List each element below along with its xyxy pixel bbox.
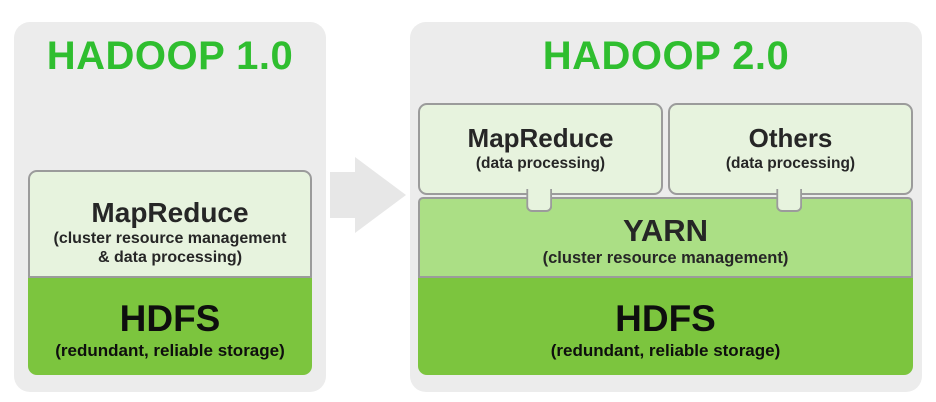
hdfs-1-subtitle: (redundant, reliable storage)	[55, 341, 285, 360]
mapreduce-1-subtitle-line1: (cluster resource management	[53, 230, 287, 248]
hdfs-1-box: HDFS (redundant, reliable storage)	[28, 278, 312, 375]
right-arrow-shaft	[330, 172, 357, 218]
hadoop-1-panel: HADOOP 1.0 MapReduce (cluster resource m…	[14, 22, 326, 392]
yarn-box: YARN (cluster resource management)	[418, 197, 913, 278]
mapreduce-1-subtitle-line2: & data processing)	[97, 249, 243, 267]
others-heading: Others	[748, 123, 833, 153]
mapreduce-2-subtitle: (data processing)	[475, 155, 606, 173]
hadoop-2-panel: HADOOP 2.0 MapReduce (data processing) O…	[410, 22, 922, 392]
others-bubble: Others (data processing)	[668, 103, 913, 212]
mapreduce-1-heading: MapReduce	[91, 197, 249, 228]
others-connector-tab	[775, 189, 802, 212]
mapreduce-1-box: MapReduce (cluster resource management &…	[28, 170, 312, 278]
hadoop-2-title: HADOOP 2.0	[542, 34, 790, 78]
yarn-subtitle: (cluster resource management)	[542, 248, 789, 267]
mapreduce-2-connector-tab	[525, 189, 552, 212]
others-subtitle: (data processing)	[725, 155, 856, 173]
right-arrow-head	[355, 157, 406, 233]
hadoop-1-title: HADOOP 1.0	[46, 34, 294, 78]
hdfs-2-heading: HDFS	[615, 298, 716, 339]
hdfs-2-subtitle: (redundant, reliable storage)	[550, 341, 781, 360]
yarn-heading: YARN	[623, 213, 708, 248]
hadoop-2-bubbles-row: MapReduce (data processing) Others (data…	[418, 103, 913, 212]
hdfs-1-heading: HDFS	[119, 298, 221, 339]
right-arrow-icon	[330, 157, 406, 233]
mapreduce-2-bubble: MapReduce (data processing)	[418, 103, 663, 212]
mapreduce-2-heading: MapReduce	[467, 123, 614, 153]
hdfs-2-box: HDFS (redundant, reliable storage)	[418, 278, 913, 375]
mapreduce-1-subtitle: (cluster resource management & data proc…	[30, 230, 310, 268]
hadoop-1-stack: MapReduce (cluster resource management &…	[28, 170, 312, 375]
